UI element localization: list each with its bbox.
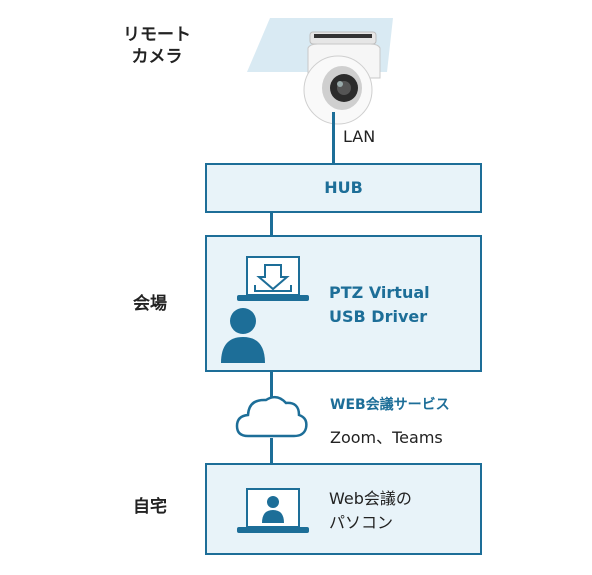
lan-line <box>332 112 335 163</box>
service-examples: Zoom、Teams <box>330 428 443 447</box>
driver-line2: USB Driver <box>329 307 428 326</box>
home-label: 自宅 <box>133 497 167 517</box>
hub-box: HUB <box>205 163 482 213</box>
home-pc-label: Web会議の パソコン <box>329 487 412 535</box>
home-pc-line1: Web会議の <box>329 489 412 508</box>
laptop-download-icon <box>237 256 309 301</box>
hub-title: HUB <box>324 178 363 197</box>
person-icon <box>221 308 265 363</box>
cloud-to-home-line <box>270 438 273 465</box>
driver-name: PTZ Virtual USB Driver <box>329 281 430 329</box>
camera-label: リモート カメラ <box>116 24 198 68</box>
home-box: Web会議の パソコン <box>205 463 482 555</box>
venue-box: PTZ Virtual USB Driver <box>205 235 482 372</box>
home-pc-line2: パソコン <box>329 513 394 532</box>
laptop-person-icon <box>237 488 309 533</box>
driver-line1: PTZ Virtual <box>329 283 430 302</box>
lan-label: LAN <box>343 127 376 146</box>
camera-icon <box>303 31 381 125</box>
cloud-icon <box>235 395 308 438</box>
venue-label: 会場 <box>133 294 167 314</box>
hub-to-venue-line <box>270 212 273 237</box>
camera-label-line2: カメラ <box>131 47 183 67</box>
venue-to-cloud-line <box>270 370 273 398</box>
camera-label-line1: リモート <box>123 25 191 45</box>
service-title: WEB会議サービス <box>330 397 450 413</box>
